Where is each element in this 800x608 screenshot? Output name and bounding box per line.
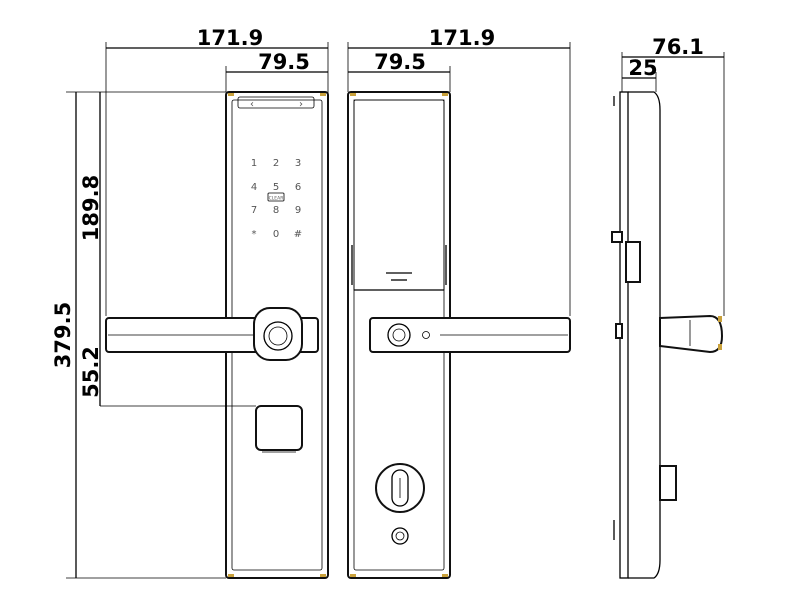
side-plate-depth-label: 25 [628,56,657,80]
keypad-key: 7 [251,205,257,216]
back-plate-width-label: 79.5 [374,50,426,74]
front-total-width-label: 171.9 [197,26,263,50]
keypad-key: 3 [295,158,301,169]
keypad-key: 8 [273,205,279,216]
keypad-key: 6 [295,182,301,193]
keypad-key: * [252,229,257,240]
handle-offset-label: 55.2 [79,346,103,398]
side-total-depth-label: 76.1 [652,35,704,59]
keypad-key: 0 [273,229,279,240]
side-plate-profile [628,91,661,579]
arrow-left-icon: ‹ [250,99,254,110]
keypad: 1 2 3 4 5 6 CLEAR 7 8 9 * 0 # [251,158,302,240]
keypad-key: 4 [251,182,257,193]
clear-badge: CLEAR [269,196,284,202]
front-view: 171.9 79.5 ‹ › 1 2 3 4 5 6 CLEAR 7 8 9 [51,26,329,579]
spindle-block [625,241,641,283]
back-view: 171.9 79.5 [347,26,571,579]
total-height-label: 379.5 [51,302,75,368]
keypad-key: 2 [273,158,279,169]
back-total-width-label: 171.9 [429,26,495,50]
card-reader [255,405,303,451]
arrow-right-icon: › [299,99,303,110]
keypad-key: 5 [273,182,279,193]
side-view: 76.1 25 [611,35,725,579]
thumb-turn-profile [659,465,677,501]
keypad-key: 9 [295,205,301,216]
front-plate-width-label: 79.5 [258,50,310,74]
keypad-key: 1 [251,158,257,169]
keypad-height-label: 189.8 [79,175,103,241]
keypad-key: # [294,229,302,240]
side-lever [659,314,724,354]
fingerprint-housing [253,307,303,361]
